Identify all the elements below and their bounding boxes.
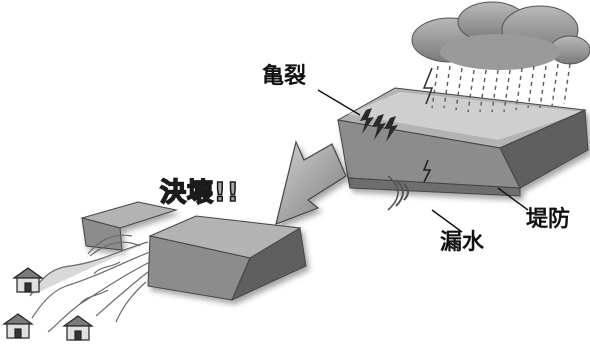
- intact-levee: [336, 87, 589, 197]
- leak-ripples: [387, 175, 409, 211]
- rain-cloud-icon: [411, 1, 590, 70]
- house-icon: [2, 267, 94, 341]
- leak-crack: [422, 159, 432, 183]
- crack-label: 亀裂: [262, 64, 307, 89]
- flow-arrow-icon: [275, 140, 347, 225]
- flood-water: [29, 234, 151, 333]
- lightning-crack-icon: [360, 108, 398, 142]
- breach-label: 決壊!!: [159, 178, 240, 208]
- levee-label: 堤防: [526, 207, 571, 232]
- levee-front-lower: [347, 177, 521, 197]
- breached-right-side: [231, 227, 307, 301]
- breached-levee: [80, 201, 307, 301]
- leak-label: 漏水: [440, 230, 485, 255]
- leak-pointer: [431, 209, 463, 233]
- rain-streaks: [431, 63, 571, 113]
- levee-crest: [348, 92, 585, 140]
- levee-pointer: [497, 187, 529, 211]
- lightning-bolt-icon: [422, 67, 434, 105]
- crack-pointer: [317, 89, 361, 116]
- breached-left-front: [81, 217, 123, 251]
- levee-side-face: [499, 109, 589, 189]
